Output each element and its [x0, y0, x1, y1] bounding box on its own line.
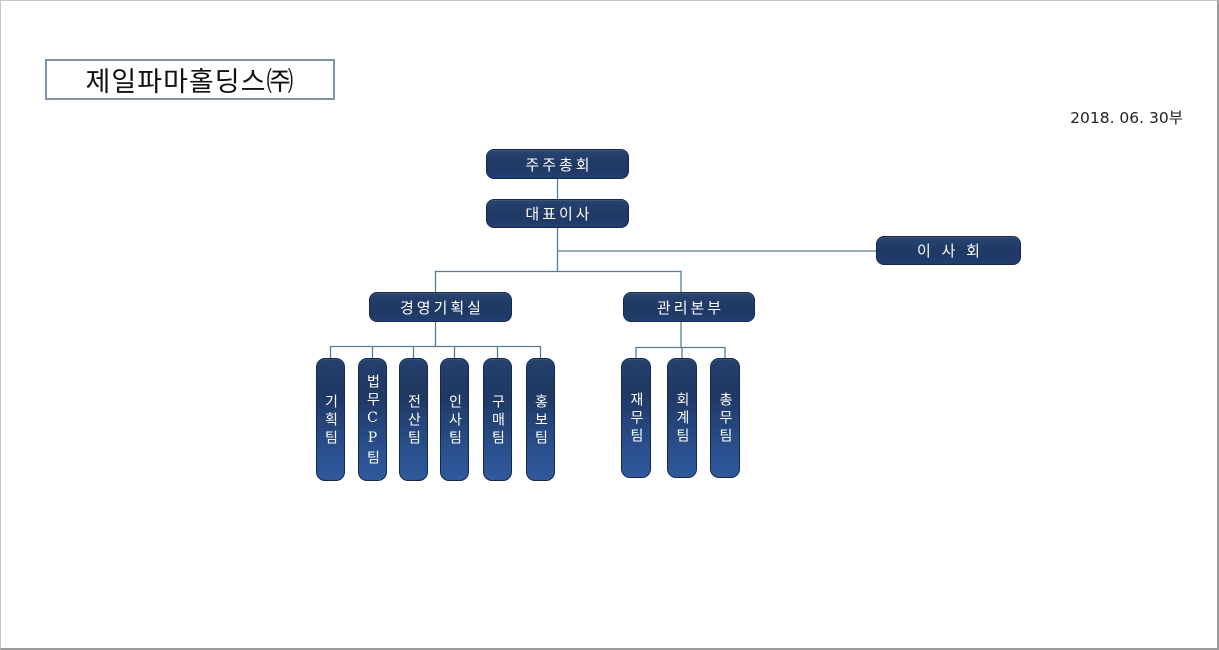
- org-box-label: 법무CP팀: [364, 373, 381, 468]
- org-box-team-pr: 홍보팀: [526, 358, 555, 481]
- org-box-shareholders-meeting: 주주총회: [486, 149, 629, 179]
- org-box-board-of-directors: 이 사 회: [876, 236, 1021, 265]
- org-box-label: 주주총회: [525, 155, 593, 174]
- org-box-team-planning: 기획팀: [316, 358, 345, 481]
- org-box-team-purchasing: 구매팀: [483, 358, 512, 481]
- org-box-label: 경영기획실: [399, 298, 484, 317]
- effective-date-label: 2018. 06. 30부: [1070, 109, 1183, 127]
- org-box-label: 기획팀: [322, 393, 339, 448]
- org-box-team-accounting: 회계팀: [667, 358, 697, 478]
- org-box-label: 대표이사: [525, 205, 593, 223]
- org-box-label: 구매팀: [489, 393, 506, 448]
- org-box-team-hr: 인사팀: [440, 358, 469, 481]
- company-title-box: 제일파마홀딩스㈜: [45, 59, 335, 100]
- org-box-team-legal-cp: 법무CP팀: [358, 358, 387, 481]
- org-box-team-general-affairs: 총무팀: [710, 358, 740, 478]
- org-box-label: 재무팀: [628, 392, 644, 446]
- org-box-label: 총무팀: [717, 392, 733, 446]
- org-box-label: 홍보팀: [532, 393, 549, 448]
- org-box-team-it: 전산팀: [399, 358, 428, 481]
- org-box-label: 회계팀: [674, 392, 690, 446]
- org-box-team-finance: 재무팀: [621, 358, 651, 478]
- org-box-admin-division: 관리본부: [623, 292, 755, 322]
- company-title: 제일파마홀딩스㈜: [85, 67, 295, 98]
- org-box-label: 인사팀: [446, 393, 463, 448]
- org-box-ceo: 대표이사: [486, 199, 629, 228]
- org-box-label: 전산팀: [405, 393, 422, 448]
- org-box-label: 이 사 회: [917, 242, 983, 260]
- org-box-management-planning-office: 경영기획실: [369, 292, 512, 322]
- org-box-label: 관리본부: [656, 298, 725, 317]
